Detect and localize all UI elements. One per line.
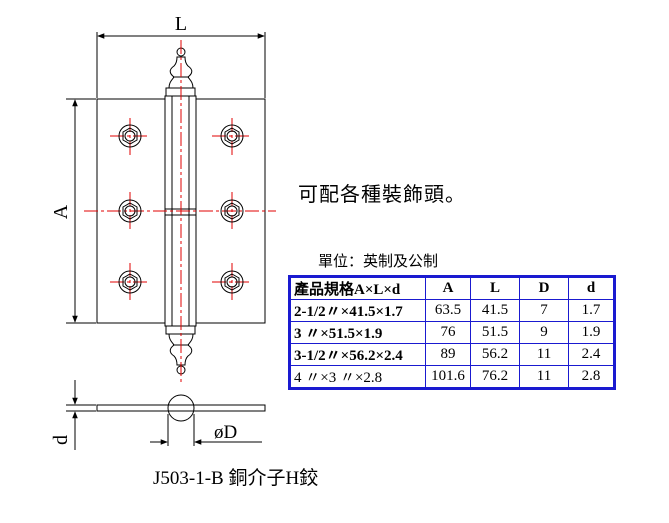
table-cell: 2-1/2〃×41.5×1.7 <box>289 299 426 322</box>
length-dimension <box>96 32 266 98</box>
diameter-label: øD <box>214 422 237 443</box>
screw-hole-bottom-left <box>118 270 142 294</box>
thickness-dimension <box>66 380 96 450</box>
side-view <box>96 394 266 422</box>
table-cell: 4 〃×3 〃×2.8 <box>289 365 426 389</box>
length-label: L <box>175 13 187 35</box>
table-header: A <box>425 276 471 300</box>
table-header: d <box>568 276 615 300</box>
table-cell: 56.2 <box>470 343 520 366</box>
height-dimension <box>66 98 96 324</box>
centerlines <box>84 40 276 384</box>
table-cell: 1.9 <box>568 321 615 344</box>
table-row: 3-1/2〃×56.2×2.4 89 56.2 11 2.4 <box>289 343 615 366</box>
spec-table: 產品規格A×L×d A L D d 2-1/2〃×41.5×1.7 63.5 4… <box>288 275 616 390</box>
diameter-dimension <box>150 414 262 446</box>
screw-hole-top-left <box>118 124 142 148</box>
screw-hole-bottom-right <box>220 270 244 294</box>
height-label: A <box>50 204 72 219</box>
table-cell: 3-1/2〃×56.2×2.4 <box>289 343 426 366</box>
table-header: L <box>470 276 520 300</box>
screw-hole-mid-right <box>220 199 244 223</box>
table-cell: 9 <box>519 321 569 344</box>
table-header-row: 產品規格A×L×d A L D d <box>289 276 615 300</box>
table-cell: 76 <box>425 321 471 344</box>
table-cell: 11 <box>519 365 569 389</box>
table-cell: 89 <box>425 343 471 366</box>
table-cell: 51.5 <box>470 321 520 344</box>
table-cell: 101.6 <box>425 365 471 389</box>
product-caption: J503-1-B 銅介子H鉸 <box>153 468 319 489</box>
table-cell: 76.2 <box>470 365 520 389</box>
table-header: D <box>519 276 569 300</box>
table-cell: 2.8 <box>568 365 615 389</box>
table-header: 產品規格A×L×d <box>289 276 426 300</box>
screw-holes <box>118 124 244 294</box>
unit-note: 單位：英制及公制 <box>318 252 439 270</box>
decor-note: 可配各種裝飾頭。 <box>298 182 466 206</box>
screw-hole-mid-left <box>118 199 142 223</box>
table-row: 4 〃×3 〃×2.8 101.6 76.2 11 2.8 <box>289 365 615 389</box>
thickness-label: d <box>50 435 72 445</box>
table-row: 3 〃×51.5×1.9 76 51.5 9 1.9 <box>289 321 615 344</box>
table-cell: 63.5 <box>425 299 471 322</box>
screw-hole-top-right <box>220 124 244 148</box>
table-cell: 3 〃×51.5×1.9 <box>289 321 426 344</box>
table-cell: 1.7 <box>568 299 615 322</box>
table-row: 2-1/2〃×41.5×1.7 63.5 41.5 7 1.7 <box>289 299 615 322</box>
table-cell: 2.4 <box>568 343 615 366</box>
table-cell: 7 <box>519 299 569 322</box>
table-cell: 41.5 <box>470 299 520 322</box>
table-cell: 11 <box>519 343 569 366</box>
